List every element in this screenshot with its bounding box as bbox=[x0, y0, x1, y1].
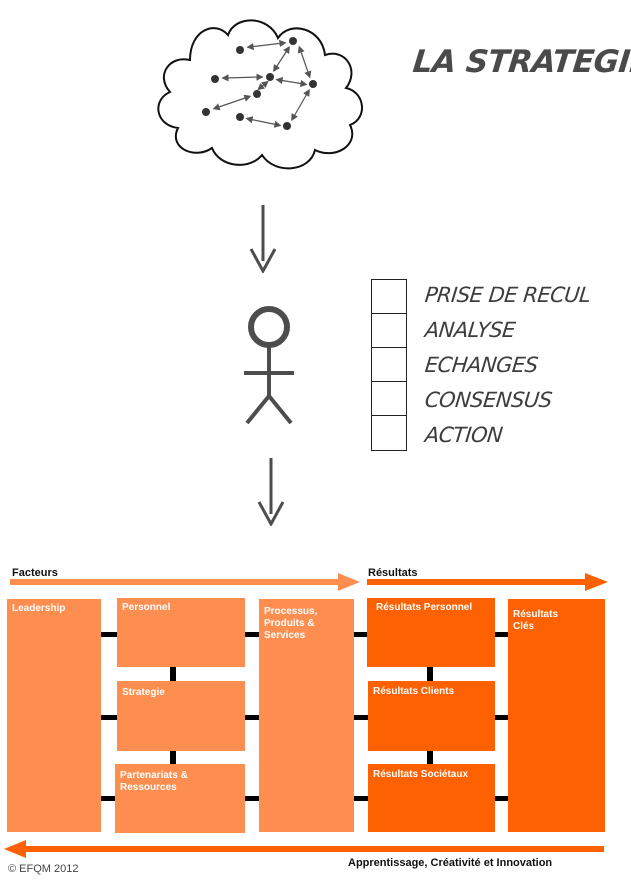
leadership-box: Leadership bbox=[7, 599, 101, 832]
resultats-cles-label: Résultats Clés bbox=[513, 609, 559, 632]
down-arrow-icon bbox=[249, 205, 277, 273]
facteurs-arrow-shaft bbox=[10, 579, 344, 585]
resultats-arrow-shaft bbox=[367, 579, 590, 585]
checklist-item: ECHANGES bbox=[423, 353, 539, 377]
resultats-personnel-label: Résultats Personnel bbox=[376, 602, 473, 613]
resultats-clients-box: Résultats Clients bbox=[368, 681, 495, 751]
resultats-personnel-box: Résultats Personnel bbox=[367, 598, 495, 667]
checkbox[interactable] bbox=[371, 279, 407, 314]
resultats-label: Résultats bbox=[368, 567, 418, 579]
cloud-network-icon bbox=[157, 19, 363, 170]
leadership-label: Leadership bbox=[12, 603, 66, 614]
copyright: © EFQM 2012 bbox=[8, 863, 79, 875]
resultats-cles-box: Résultats Clés bbox=[508, 599, 605, 832]
checkbox[interactable] bbox=[371, 381, 407, 416]
learning-arrow-shaft bbox=[20, 846, 604, 852]
efqm-arrows bbox=[4, 573, 608, 858]
checkbox[interactable] bbox=[371, 347, 407, 382]
down-arrow-icon bbox=[257, 458, 285, 526]
learning-label: Apprentissage, Créativité et Innovation bbox=[348, 857, 553, 869]
network-links bbox=[212, 39, 312, 128]
connectors bbox=[100, 632, 508, 801]
partenariats-box: Partenariats & Ressources bbox=[115, 764, 245, 833]
strategie-box: Strategie bbox=[117, 681, 245, 751]
checkbox[interactable] bbox=[371, 415, 407, 451]
checklist-item: ACTION bbox=[423, 423, 504, 447]
network-nodes bbox=[202, 37, 317, 130]
facteurs-arrow-head bbox=[338, 573, 360, 591]
processus-label: Processus, Produits & Services bbox=[264, 606, 318, 641]
learning-arrow-head bbox=[4, 840, 26, 858]
personnel-box: Personnel bbox=[117, 598, 245, 667]
checklist-item: CONSENSUS bbox=[423, 388, 554, 412]
checklist-item: ANALYSE bbox=[423, 318, 517, 342]
facteurs-label: Facteurs bbox=[12, 567, 58, 579]
processus-box: Processus, Produits & Services bbox=[259, 599, 354, 832]
personnel-label: Personnel bbox=[122, 602, 171, 613]
partenariats-label: Partenariats & Ressources bbox=[120, 770, 188, 793]
strategie-label: Strategie bbox=[122, 687, 165, 698]
resultats-clients-label: Résultats Clients bbox=[373, 686, 455, 697]
checklist-item: PRISE DE RECUL bbox=[423, 283, 592, 307]
resultats-societaux-box: Résultats Sociétaux bbox=[368, 764, 495, 832]
resultats-arrow-head bbox=[585, 573, 608, 591]
resultats-societaux-label: Résultats Sociétaux bbox=[373, 769, 469, 780]
strategy-title: LA STRATEGIE bbox=[411, 44, 631, 80]
checkbox[interactable] bbox=[371, 313, 407, 348]
stick-figure-icon bbox=[244, 306, 294, 425]
